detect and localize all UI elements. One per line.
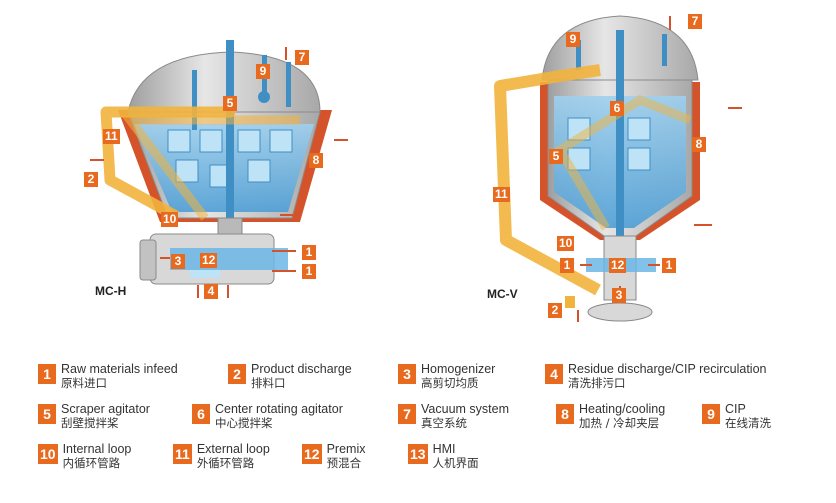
legend-en: Premix	[326, 442, 366, 456]
flow-arrows	[90, 47, 348, 298]
tag-discharge-right: 2	[548, 303, 562, 318]
legend-en: Scraper agitator	[61, 402, 150, 416]
tag-homogenizer-left: 3	[171, 254, 185, 269]
tag-infeed-left-1: 1	[302, 245, 316, 260]
tag-discharge-left: 2	[84, 172, 98, 187]
center-shaft	[616, 30, 624, 260]
cip-pipe-v	[576, 40, 581, 70]
tag-homogenizer-right: 3	[612, 288, 626, 303]
tag-infeed-right-1: 1	[560, 258, 574, 273]
tag-infeed-left-2: 1	[302, 264, 316, 279]
legend-number: 13	[408, 444, 428, 464]
tag-external-loop-left: 11	[103, 129, 120, 144]
tag-vacuum-right: 7	[688, 14, 702, 29]
legend-number: 2	[228, 364, 246, 384]
process-diagram	[90, 15, 742, 322]
tag-premix-right: 12	[609, 258, 627, 273]
agitator-shaft	[226, 40, 234, 240]
premix-chamber	[190, 270, 220, 278]
legend-zh: 中心搅拌桨	[215, 416, 273, 430]
tag-heating-right: 8	[692, 137, 706, 152]
tag-center-agitator-right: 6	[610, 101, 624, 116]
tag-residue-left: 4	[204, 284, 218, 299]
legend-en: External loop	[196, 442, 270, 456]
legend-zh: 外循环管路	[196, 456, 255, 470]
cip-ball	[258, 91, 270, 103]
legend-en: Heating/cooling	[579, 402, 666, 416]
tag-cip-right: 9	[566, 32, 580, 47]
model-label-mc-v: MC-V	[487, 287, 518, 301]
legend-zh: 人机界面	[432, 456, 479, 470]
legend-zh: 在线清洗	[725, 416, 771, 430]
legend-number: 7	[398, 404, 416, 424]
legend-zh: 原料进口	[61, 376, 107, 390]
legend-zh: 排料口	[251, 376, 286, 390]
external-loop-pipe-v	[494, 64, 601, 296]
legend-number: 3	[398, 364, 416, 384]
vacuum-pipe-v	[662, 34, 667, 66]
legend-en: Vacuum system	[421, 402, 509, 416]
legend-en: Homogenizer	[421, 362, 496, 376]
tag-heating-left: 8	[309, 153, 323, 168]
legend-en: Internal loop	[62, 442, 132, 456]
base-flange-v	[587, 302, 653, 322]
legend-en: HMI	[432, 442, 456, 456]
vacuum-pipe	[286, 62, 291, 107]
legend-en: Residue discharge/CIP recirculation	[568, 362, 767, 376]
legend-number: 4	[545, 364, 563, 384]
legend-number: 11	[173, 444, 192, 464]
tag-internal-loop-right: 10	[557, 236, 575, 251]
legend-number: 1	[38, 364, 56, 384]
homogenizer-flow	[170, 248, 288, 270]
legend-zh: 刮壁搅拌桨	[61, 416, 119, 430]
internal-loop-pipe-v	[553, 94, 692, 231]
legend-number: 5	[38, 404, 56, 424]
tag-scraper-left: 5	[223, 96, 237, 111]
tag-cip-left: 9	[256, 64, 270, 79]
legend-zh: 内循环管路	[62, 456, 121, 470]
tag-scraper-right: 5	[549, 149, 563, 164]
legend-zh: 预混合	[326, 456, 362, 470]
mc-h-vessel	[90, 40, 348, 298]
legend-number: 8	[556, 404, 574, 424]
legend-en: Raw materials infeed	[61, 362, 178, 376]
tag-external-loop-right: 11	[493, 187, 510, 202]
legend-number: 6	[192, 404, 210, 424]
tag-vacuum-left: 7	[295, 50, 309, 65]
legend-zh: 清洗排污口	[568, 376, 626, 390]
tag-internal-loop-left: 10	[161, 212, 179, 227]
legend-number: 12	[302, 444, 322, 464]
legend-number: 10	[38, 444, 58, 464]
homogenizer-motor	[139, 239, 157, 281]
tag-infeed-right-2: 1	[662, 258, 676, 273]
feed-pipe	[192, 70, 197, 130]
legend-en: Center rotating agitator	[215, 402, 343, 416]
legend-en: CIP	[725, 402, 746, 416]
mc-v-vessel	[494, 15, 742, 322]
legend-zh: 高剪切均质	[421, 376, 479, 390]
legend-number: 9	[702, 404, 720, 424]
model-label-mc-h: MC-H	[95, 284, 127, 298]
legend-zh: 真空系统	[421, 416, 467, 430]
tag-premix-left: 12	[200, 253, 218, 268]
legend-en: Product discharge	[251, 362, 352, 376]
internal-loop-pipe	[120, 115, 300, 221]
legend-zh: 加热 / 冷却夹层	[579, 416, 660, 430]
